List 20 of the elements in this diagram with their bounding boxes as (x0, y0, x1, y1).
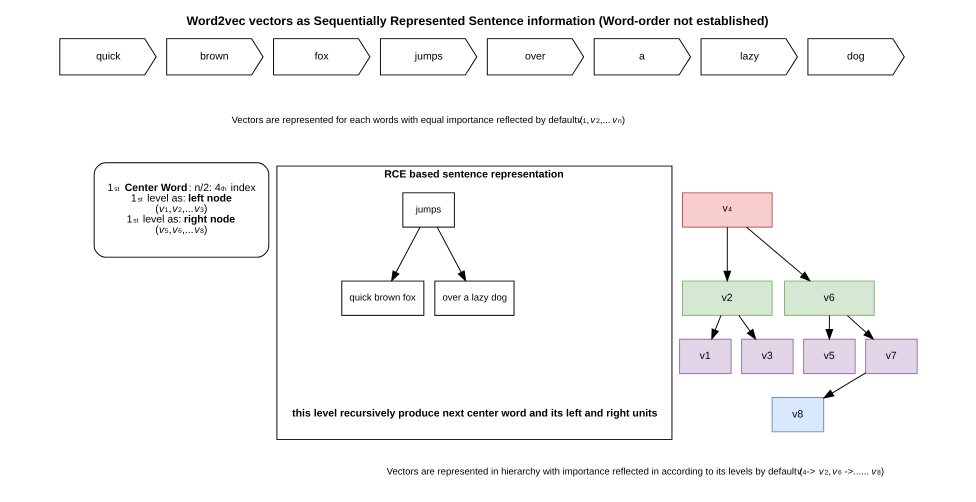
arrow (436, 226, 466, 282)
arrow (822, 372, 866, 399)
diagram-title: Word2vec vectors as Sequentially Represented Sentence information (Word-order not established) (186, 14, 768, 28)
node-box: quick brown fox (340, 280, 424, 316)
arrow (746, 226, 811, 282)
arrow (710, 315, 721, 340)
node-box: v1 (678, 338, 732, 374)
arrow (846, 315, 874, 340)
arrow (722, 226, 731, 282)
node-box: v3 (740, 338, 794, 374)
node-box: v8 (771, 397, 824, 432)
arrow (738, 315, 756, 340)
node-box: v7 (864, 338, 918, 374)
node-box: jumps (402, 192, 454, 228)
node-box: v2 (681, 280, 772, 316)
node-box: v6 (784, 280, 874, 316)
arrow (390, 226, 420, 282)
node-box: v5 (802, 338, 856, 374)
arrow (824, 315, 833, 340)
node-box: over a lazy dog (434, 280, 514, 316)
